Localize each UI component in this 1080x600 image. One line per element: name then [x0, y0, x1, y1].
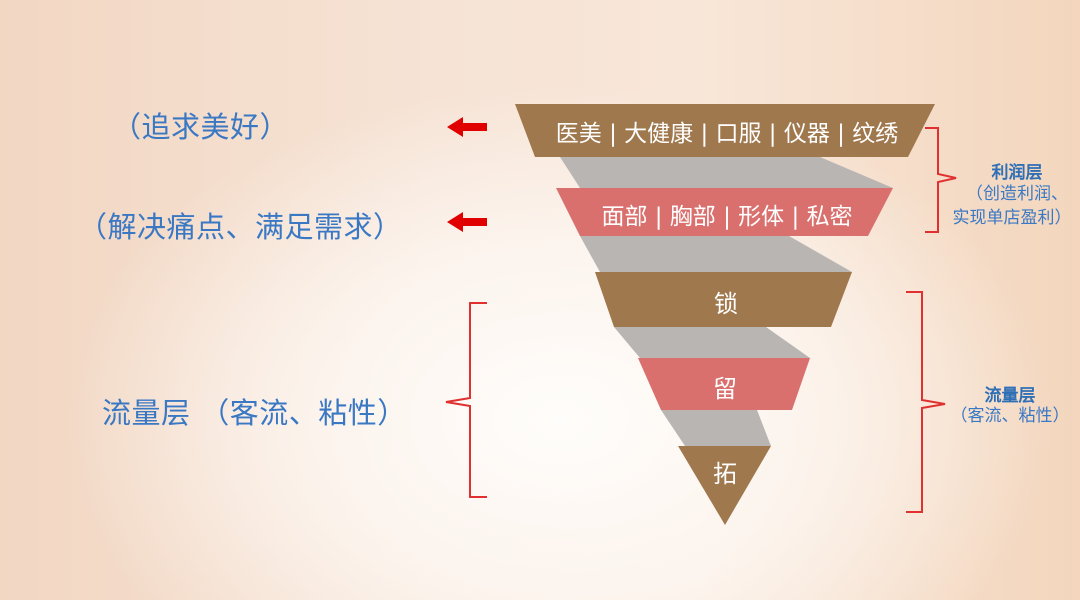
curly-brace-icon	[906, 291, 946, 513]
tier-5-label: 拓	[713, 460, 737, 488]
curly-brace-icon	[925, 127, 957, 233]
curly-brace-icon	[445, 302, 487, 498]
left-arrow-icon	[447, 212, 487, 232]
traffic-layer-sub: （客流、粘性）	[950, 406, 1070, 426]
profit-layer-sub-2: 实现单店盈利）	[952, 208, 1072, 228]
tier-4-shape	[638, 358, 810, 410]
tier-3-label: 锁	[714, 290, 738, 318]
tier-2-label: 面部 | 胸部 | 形体 | 私密	[601, 204, 853, 230]
traffic-layer-title: 流量层	[984, 386, 1036, 406]
connector-2	[580, 236, 852, 272]
tier-1-shape	[515, 104, 935, 157]
tier-3-shape	[595, 272, 852, 327]
label-pursue-beauty: （追求美好）	[112, 110, 290, 144]
connector-4	[661, 410, 771, 446]
tier-4-label: 留	[713, 375, 737, 403]
connector-1	[560, 157, 893, 188]
tier-2-shape	[556, 188, 893, 236]
label-traffic-layer-left: 流量层 （客流、粘性）	[102, 396, 407, 430]
left-arrow-icon	[447, 117, 487, 137]
profit-layer-title: 利润层	[991, 163, 1043, 183]
tier-1-label: 医美 | 大健康 | 口服 | 仪器 | 纹绣	[555, 121, 899, 147]
tier-5-shape	[678, 446, 771, 525]
label-solve-pain: （解决痛点、满足需求）	[78, 210, 403, 244]
profit-layer-sub-1: （创造利润、	[966, 184, 1068, 204]
connector-3	[614, 327, 810, 358]
